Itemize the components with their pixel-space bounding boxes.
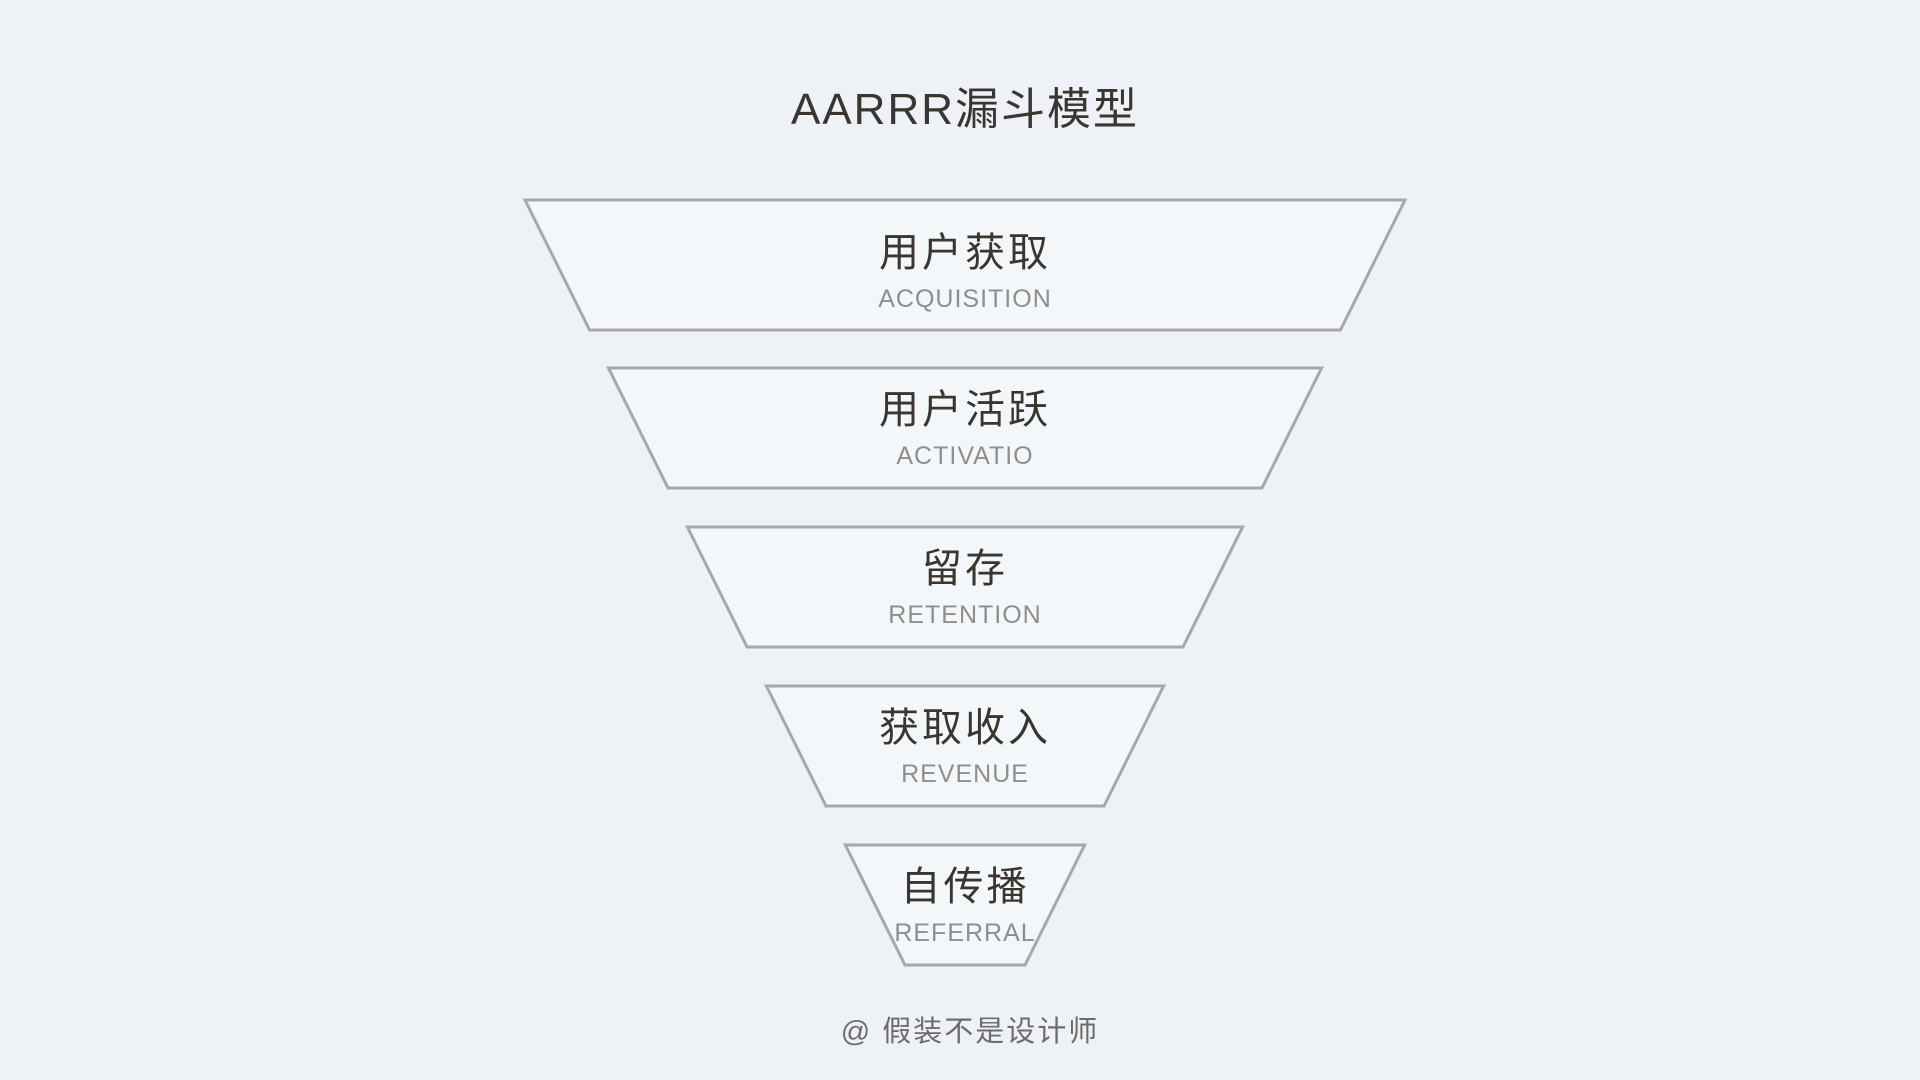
- activation-label-en: ACTIVATIO: [896, 442, 1034, 470]
- funnel-level-shape-5: [842, 843, 1088, 967]
- funnel-level-retention: 留存 RETENTION: [0, 527, 1920, 647]
- funnel-level-shape-3: [685, 525, 1245, 649]
- acquisition-label-en: ACQUISITION: [878, 285, 1052, 313]
- referral-label-zh: 自传播: [900, 865, 1030, 909]
- funnel-level-shape-2: [606, 366, 1324, 490]
- retention-label-zh: 留存: [922, 547, 1008, 591]
- credit-footer: @ 假装不是设计师: [840, 1016, 1100, 1048]
- funnel-level-referral: 自传播 REFERRAL: [0, 845, 1920, 965]
- acquisition-label-zh: 用户获取: [879, 231, 1051, 275]
- funnel-level-shape-4: [763, 684, 1167, 808]
- revenue-label-en: REVENUE: [901, 760, 1029, 788]
- referral-label-en: REFERRAL: [894, 919, 1036, 947]
- funnel-level-acquisition: 用户获取 ACQUISITION: [0, 200, 1920, 330]
- funnel-level-activation: 用户活跃 ACTIVATIO: [0, 368, 1920, 488]
- page-title: AARRR漏斗模型: [790, 85, 1140, 134]
- funnel-level-shape-1: [522, 198, 1408, 332]
- funnel-level-revenue: 获取收入 REVENUE: [0, 686, 1920, 806]
- activation-label-zh: 用户活跃: [879, 388, 1051, 432]
- revenue-label-zh: 获取收入: [879, 706, 1051, 750]
- retention-label-en: RETENTION: [888, 601, 1042, 629]
